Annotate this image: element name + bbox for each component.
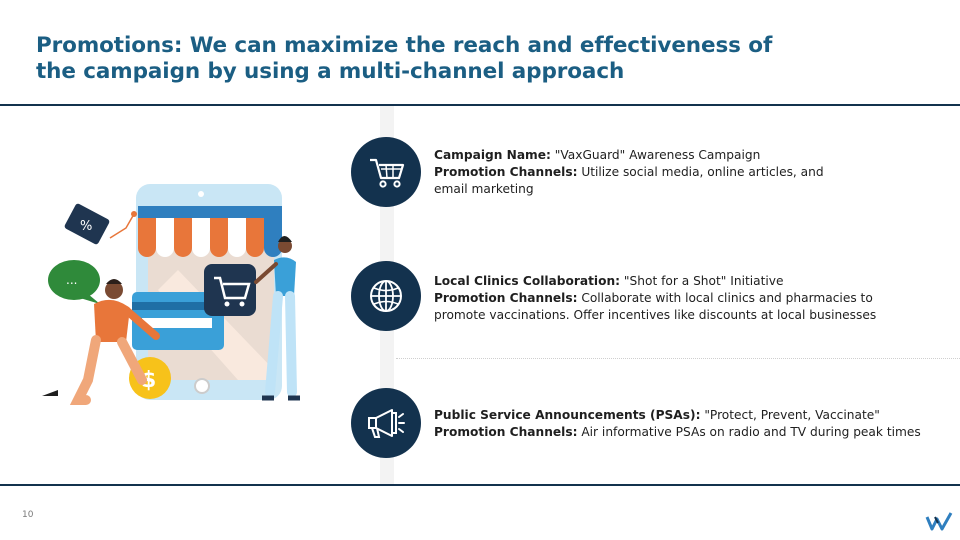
shopping-cart-icon — [370, 158, 405, 188]
top-divider-line — [0, 104, 960, 106]
svg-text:...: ... — [66, 273, 77, 287]
bottom-divider-line — [0, 484, 960, 486]
slide-title: Promotions: We can maximize the reach an… — [36, 33, 773, 84]
campaign-name-block: Campaign Name: "VaxGuard" Awareness Camp… — [434, 147, 854, 198]
megaphone-icon — [368, 409, 405, 438]
svg-text:%: % — [80, 219, 92, 234]
psa-name-line: Public Service Announcements (PSAs): "Pr… — [434, 408, 880, 422]
psa-channels-line: Promotion Channels: Air informative PSAs… — [434, 425, 921, 439]
online-shopping-illustration: % ... $ — [42, 184, 300, 405]
awning — [138, 206, 282, 257]
megaphone-icon-circle — [351, 388, 421, 458]
page-number: 10 — [22, 510, 34, 520]
campaign-channels-line: Promotion Channels: Utilize social media… — [434, 165, 824, 196]
svg-text:$: $ — [141, 368, 156, 393]
clinics-collaboration-block: Local Clinics Collaboration: "Shot for a… — [434, 273, 904, 324]
globe-icon-circle — [351, 261, 421, 331]
speech-bubble: ... — [48, 260, 100, 304]
price-tag-icon: % — [64, 203, 137, 245]
company-logo — [925, 512, 953, 531]
psa-block: Public Service Announcements (PSAs): "Pr… — [434, 407, 944, 441]
shopping-bag-cart-icon — [204, 264, 256, 316]
clinics-name-line: Local Clinics Collaboration: "Shot for a… — [434, 274, 784, 288]
woman-figure — [254, 236, 300, 401]
man-figure — [42, 279, 160, 405]
clinics-channels-line: Promotion Channels: Collaborate with loc… — [434, 291, 877, 322]
globe-icon — [370, 280, 402, 312]
dotted-divider — [396, 358, 960, 359]
cart-icon-circle — [351, 137, 421, 207]
campaign-name-line: Campaign Name: "VaxGuard" Awareness Camp… — [434, 148, 761, 162]
